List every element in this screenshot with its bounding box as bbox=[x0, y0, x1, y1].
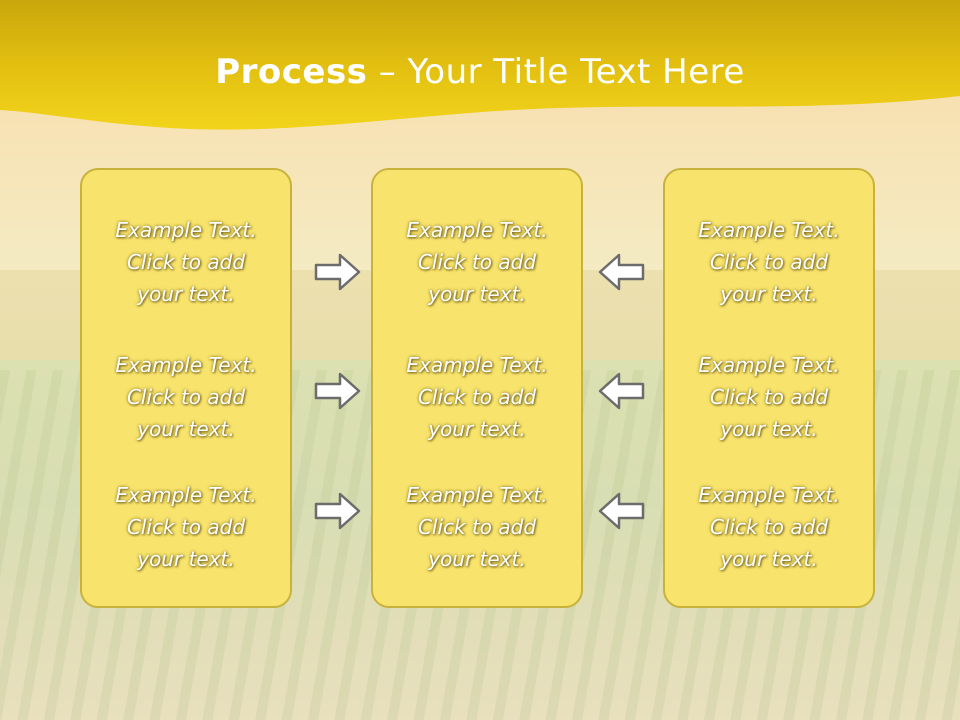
text-line: Click to add bbox=[709, 250, 829, 274]
arrow-left-icon bbox=[598, 372, 645, 410]
process-box-center[interactable]: Example Text. Click to add your text. Ex… bbox=[371, 168, 583, 608]
title-bold: Process bbox=[215, 52, 368, 92]
arrow-right-icon bbox=[314, 372, 361, 410]
arrow-left-icon bbox=[598, 492, 645, 530]
text-line: Example Text. bbox=[698, 353, 840, 377]
text-placeholder[interactable]: Example Text. Click to add your text. bbox=[373, 349, 581, 445]
text-placeholder[interactable]: Example Text. Click to add your text. bbox=[373, 479, 581, 575]
text-placeholder[interactable]: Example Text. Click to add your text. bbox=[665, 349, 873, 445]
text-line: Example Text. bbox=[406, 353, 548, 377]
text-line: Click to add bbox=[417, 250, 537, 274]
text-line: Example Text. bbox=[115, 483, 257, 507]
page-title[interactable]: Process – Your Title Text Here bbox=[0, 52, 960, 92]
text-line: Example Text. bbox=[115, 218, 257, 242]
text-line: your text. bbox=[137, 547, 235, 571]
text-placeholder[interactable]: Example Text. Click to add your text. bbox=[82, 479, 290, 575]
text-line: your text. bbox=[720, 417, 818, 441]
text-line: Example Text. bbox=[115, 353, 257, 377]
text-line: your text. bbox=[137, 417, 235, 441]
text-placeholder[interactable]: Example Text. Click to add your text. bbox=[665, 479, 873, 575]
text-placeholder[interactable]: Example Text. Click to add your text. bbox=[82, 214, 290, 310]
text-line: your text. bbox=[428, 282, 526, 306]
text-placeholder[interactable]: Example Text. Click to add your text. bbox=[665, 214, 873, 310]
text-line: your text. bbox=[428, 417, 526, 441]
arrow-right-icon bbox=[314, 253, 361, 291]
title-banner bbox=[0, 0, 960, 130]
title-rest: – Your Title Text Here bbox=[367, 52, 745, 92]
arrow-right-icon bbox=[314, 492, 361, 530]
text-line: Click to add bbox=[417, 515, 537, 539]
text-placeholder[interactable]: Example Text. Click to add your text. bbox=[82, 349, 290, 445]
text-line: Example Text. bbox=[406, 218, 548, 242]
text-line: Click to add bbox=[126, 385, 246, 409]
text-line: Example Text. bbox=[698, 483, 840, 507]
text-line: Example Text. bbox=[698, 218, 840, 242]
text-line: your text. bbox=[720, 547, 818, 571]
text-line: Click to add bbox=[126, 250, 246, 274]
text-line: your text. bbox=[428, 547, 526, 571]
text-line: Example Text. bbox=[406, 483, 548, 507]
text-line: your text. bbox=[720, 282, 818, 306]
arrow-left-icon bbox=[598, 253, 645, 291]
text-placeholder[interactable]: Example Text. Click to add your text. bbox=[373, 214, 581, 310]
text-line: Click to add bbox=[709, 515, 829, 539]
text-line: Click to add bbox=[709, 385, 829, 409]
process-box-left[interactable]: Example Text. Click to add your text. Ex… bbox=[80, 168, 292, 608]
process-box-right[interactable]: Example Text. Click to add your text. Ex… bbox=[663, 168, 875, 608]
text-line: Click to add bbox=[417, 385, 537, 409]
text-line: Click to add bbox=[126, 515, 246, 539]
text-line: your text. bbox=[137, 282, 235, 306]
